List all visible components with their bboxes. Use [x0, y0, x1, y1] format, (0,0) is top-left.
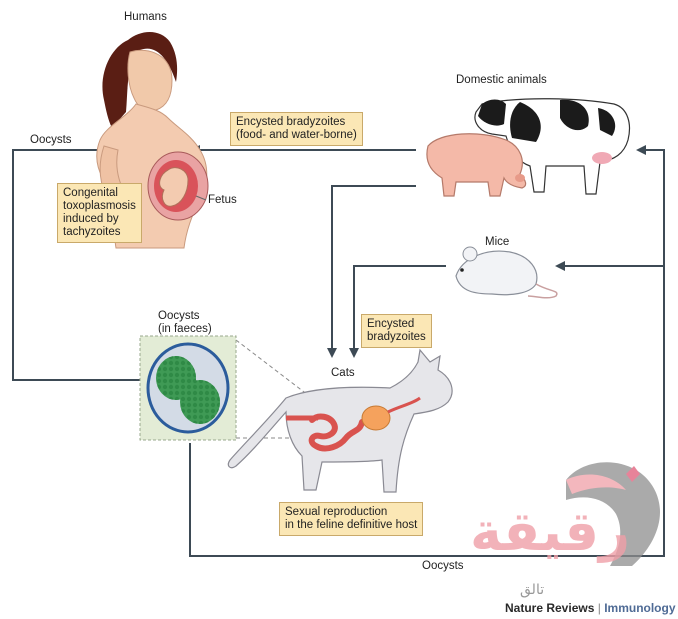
publisher-credit: Nature Reviews | Immunology	[505, 601, 676, 615]
credit-publisher: Nature Reviews	[505, 601, 594, 615]
box-encysted-bradyzoites-mice: Encysted bradyzoites	[361, 314, 432, 348]
watermark-arabic-sub: تالق	[520, 582, 544, 598]
label-oocysts-faeces: Oocysts (in faeces)	[158, 310, 212, 336]
label-fetus: Fetus	[208, 194, 237, 207]
mouse-illustration	[456, 247, 557, 298]
box-congenital-toxoplasmosis: Congenital toxoplasmosis induced by tach…	[57, 183, 142, 243]
label-domestic-animals: Domestic animals	[456, 74, 547, 87]
watermark-arabic-main: رقيقة	[470, 500, 630, 563]
credit-separator: |	[598, 601, 601, 615]
credit-journal: Immunology	[604, 601, 675, 615]
label-mice: Mice	[485, 236, 509, 249]
domestic-animals-illustration	[427, 99, 630, 196]
label-oocysts-bottom: Oocysts	[422, 560, 464, 573]
label-cats: Cats	[331, 367, 355, 380]
box-sexual-reproduction: Sexual reproduction in the feline defini…	[279, 502, 423, 536]
label-humans: Humans	[124, 11, 167, 24]
oocyst-panel	[140, 336, 236, 440]
box-encysted-bradyzoites-food: Encysted bradyzoites (food- and water-bo…	[230, 112, 363, 146]
label-oocysts-left: Oocysts	[30, 134, 72, 147]
